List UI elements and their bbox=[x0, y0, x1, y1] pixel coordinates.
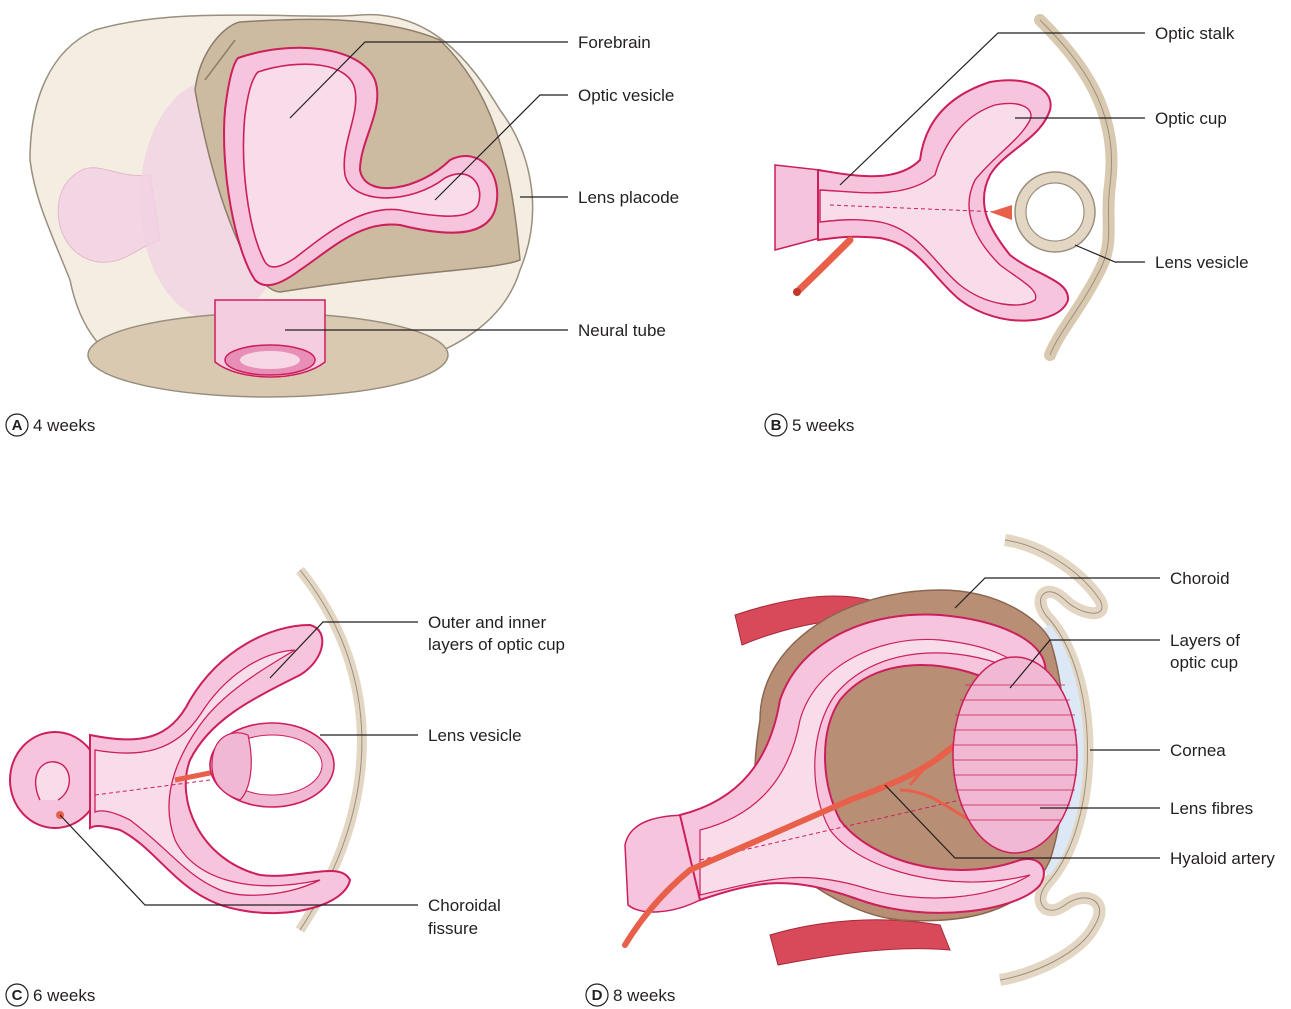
label-forebrain: Forebrain bbox=[578, 33, 651, 52]
lens-vesicle-lumen-b bbox=[1026, 183, 1084, 241]
stalk-groove-c bbox=[36, 762, 70, 800]
label-layers-of: Layers of bbox=[1170, 631, 1240, 650]
label-outer-inner-line2: layers of optic cup bbox=[428, 635, 565, 654]
label-choroid: Choroid bbox=[1170, 569, 1230, 588]
lens-posterior-c bbox=[212, 733, 251, 800]
label-optic-cup-d: optic cup bbox=[1170, 653, 1238, 672]
panel-b-letter: B bbox=[771, 417, 782, 434]
artery-branch-b bbox=[990, 205, 1012, 220]
lens-d bbox=[953, 657, 1077, 853]
label-outer-inner-line1: Outer and inner bbox=[428, 613, 546, 632]
label-neural-tube: Neural tube bbox=[578, 321, 666, 340]
panel-c-caption: 6 weeks bbox=[33, 986, 95, 1005]
panel-c bbox=[10, 570, 362, 930]
label-fissure: fissure bbox=[428, 919, 478, 938]
panel-b-caption: 5 weeks bbox=[792, 416, 854, 435]
panel-a bbox=[30, 15, 533, 397]
label-lens-placode: Lens placode bbox=[578, 188, 679, 207]
panel-d bbox=[625, 540, 1102, 980]
panel-captions: A 4 weeks B 5 weeks C 6 weeks D 8 weeks bbox=[6, 414, 854, 1006]
optic-stalk-base-b bbox=[775, 165, 820, 250]
label-choroidal: Choroidal bbox=[428, 896, 501, 915]
label-cornea: Cornea bbox=[1170, 741, 1226, 760]
panel-b bbox=[775, 20, 1112, 355]
artery-end-b bbox=[793, 288, 801, 296]
panel-c-letter: C bbox=[12, 987, 23, 1004]
label-lens-fibres: Lens fibres bbox=[1170, 799, 1253, 818]
label-hyaloid-artery: Hyaloid artery bbox=[1170, 849, 1275, 868]
label-lens-vesicle-b: Lens vesicle bbox=[1155, 253, 1249, 272]
label-optic-cup: Optic cup bbox=[1155, 109, 1227, 128]
hyaloid-artery-b bbox=[797, 240, 850, 292]
muscle-bottom-d bbox=[770, 920, 950, 965]
neural-tube-lumen-inner-a bbox=[240, 351, 300, 369]
label-optic-stalk: Optic stalk bbox=[1155, 24, 1235, 43]
panel-d-caption: 8 weeks bbox=[613, 986, 675, 1005]
label-optic-vesicle: Optic vesicle bbox=[578, 86, 674, 105]
panel-a-letter: A bbox=[12, 417, 23, 434]
panel-d-letter: D bbox=[592, 987, 603, 1004]
label-lens-vesicle-c: Lens vesicle bbox=[428, 726, 522, 745]
panel-a-caption: 4 weeks bbox=[33, 416, 95, 435]
